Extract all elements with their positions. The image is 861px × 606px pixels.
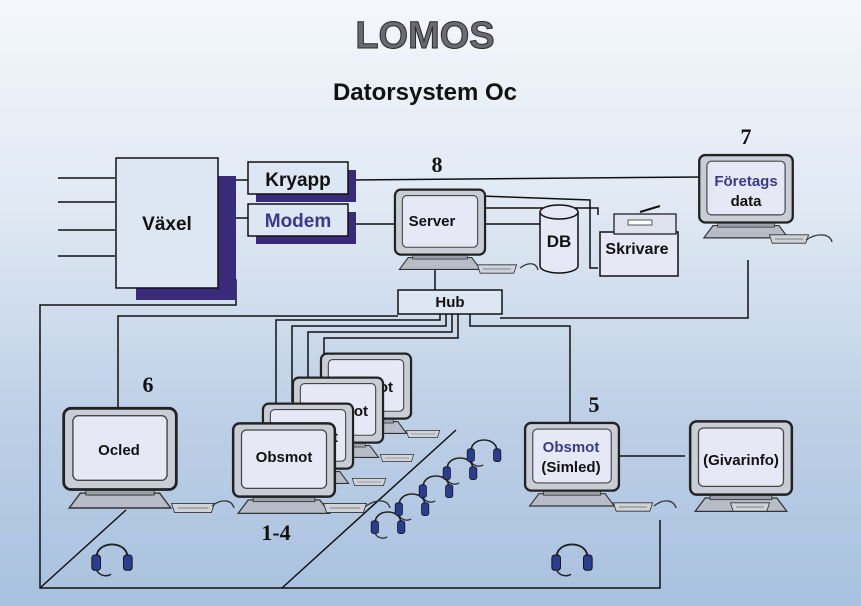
keyboard-icon	[405, 430, 441, 438]
keyboard-icon	[323, 502, 367, 514]
modem-box: Modem	[247, 203, 356, 244]
simled-node: Obsmot (Simled) 5	[523, 392, 654, 512]
kryapp-box: Kryapp	[247, 161, 356, 202]
obsmot-label: Obsmot	[256, 449, 313, 466]
company-data-label-1: Företags	[714, 173, 777, 190]
db-label: DB	[547, 232, 572, 251]
keyboard-icon	[476, 264, 518, 274]
company-data-node: Företags data 7	[698, 124, 810, 244]
ocled-label: Ocled	[98, 442, 140, 459]
monitor-icon	[231, 422, 337, 515]
hub-box: Hub	[397, 289, 503, 315]
obsmot-back-label: ot	[354, 403, 368, 420]
database-icon: DB	[539, 204, 579, 274]
operators-number: 1-4	[261, 520, 290, 545]
keyboard-icon	[351, 478, 387, 486]
headset-icon	[90, 543, 134, 577]
switch-box: Växel	[115, 157, 236, 300]
simled-label-1: Obsmot	[543, 439, 600, 456]
keyboard-icon	[768, 234, 810, 244]
operator-stack: ot ot ot Obsmot 1-4	[231, 352, 441, 545]
printer-label: Skrivare	[605, 241, 668, 258]
keyboard-icon	[379, 454, 415, 462]
page-title: LOMOS	[355, 15, 494, 57]
ocled-number: 6	[143, 372, 154, 397]
modem-label: Modem	[265, 211, 332, 232]
simled-number: 5	[589, 392, 600, 417]
server-node: Server 8	[393, 152, 518, 274]
company-number: 7	[741, 124, 752, 149]
keyboard-icon	[171, 502, 215, 514]
mouse-icon	[211, 234, 833, 509]
headset-icon	[550, 543, 594, 577]
givarinfo-label: (Givarinfo)	[703, 452, 779, 469]
simled-label-2: (Simled)	[541, 459, 600, 476]
keyboard-icon	[729, 502, 771, 512]
givarinfo-node: (Givarinfo)	[688, 419, 794, 513]
headset-icon	[466, 439, 502, 467]
ocled-node: Ocled 6	[62, 372, 215, 514]
printer-icon: Skrivare	[599, 205, 679, 277]
switch-label: Växel	[142, 214, 192, 235]
server-label: Server	[409, 213, 456, 230]
kryapp-label: Kryapp	[265, 170, 330, 191]
hub-label: Hub	[435, 294, 464, 311]
keyboard-icon	[612, 502, 654, 512]
company-data-label-2: data	[731, 193, 763, 210]
page-subtitle: Datorsystem Oc	[333, 79, 517, 106]
server-number: 8	[432, 152, 443, 177]
